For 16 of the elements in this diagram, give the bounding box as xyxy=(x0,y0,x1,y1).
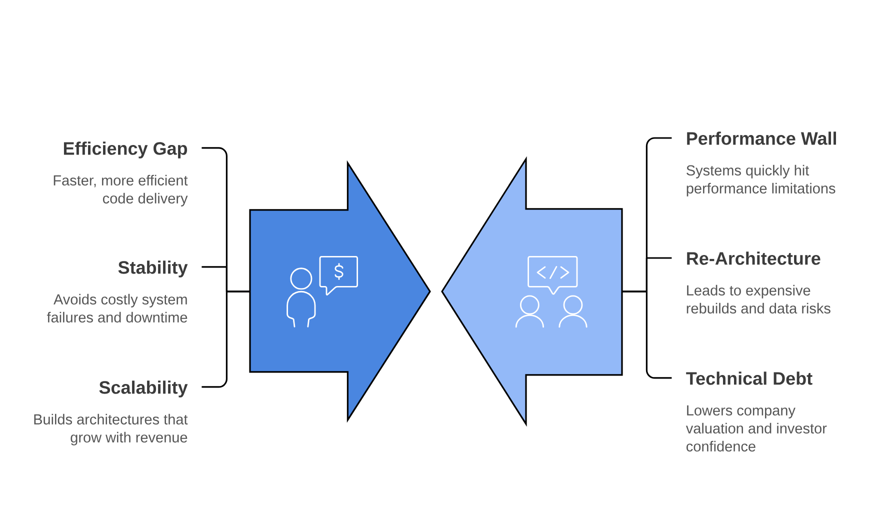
block-arrow xyxy=(441,156,623,427)
heading: Stability xyxy=(118,260,188,278)
heading: Technical Debt xyxy=(686,372,812,385)
description: Lowers company valuation and investor confidence xyxy=(686,405,827,452)
heading: Re-Architecture xyxy=(687,252,820,265)
description: Leads to expensive rebuilds and data risks xyxy=(686,284,830,314)
bracket-line xyxy=(622,290,672,379)
heading: Performance Wall xyxy=(687,132,836,145)
heading: Scalability xyxy=(99,380,188,398)
description: Faster, more efficient code delivery xyxy=(54,174,188,206)
description: Builds architectures that grow with revenue xyxy=(34,414,188,446)
block-arrow xyxy=(249,160,431,423)
heading: Efficiency Gap xyxy=(64,142,188,158)
bracket-line xyxy=(202,290,250,388)
description: Systems quickly hit performance limitations xyxy=(686,164,836,196)
description: Avoids costly system failures and downtime xyxy=(46,294,188,323)
